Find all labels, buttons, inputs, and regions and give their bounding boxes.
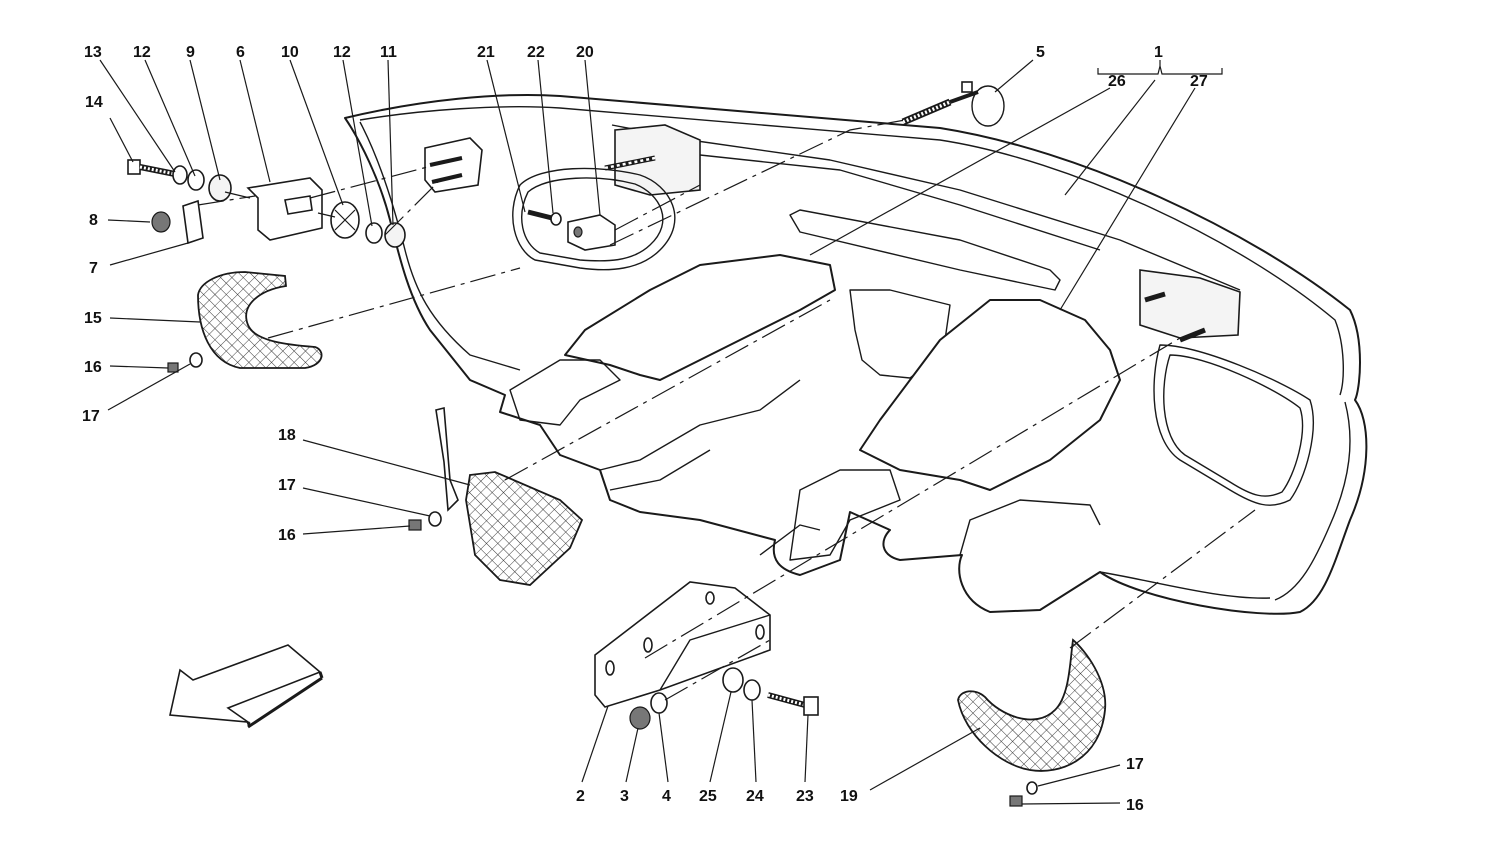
washer-12-left [187, 169, 205, 191]
left-bracket-assembly [127, 159, 406, 248]
plate-7 [182, 199, 204, 245]
bolt-14 [127, 159, 176, 177]
callout-18: 18 [278, 427, 296, 444]
lower-bracket-2 [594, 581, 771, 708]
callout-11: 11 [380, 44, 397, 61]
callout-6: 6 [236, 44, 245, 61]
washer-25 [722, 667, 744, 693]
washer-13 [172, 165, 188, 185]
nut-8 [151, 211, 171, 233]
direction-arrow-icon [169, 644, 322, 724]
callout-labels: 1 26 27 5 13 12 9 6 10 12 11 21 22 20 14… [82, 44, 1208, 814]
callout-17-top: 17 [82, 408, 100, 425]
callout-19: 19 [840, 788, 858, 805]
callout-14: 14 [85, 94, 103, 111]
bracket-6 [246, 177, 323, 241]
callout-25: 25 [699, 788, 717, 805]
callout-13: 13 [84, 44, 102, 61]
callout-15: 15 [84, 310, 102, 327]
callout-12-right: 12 [333, 44, 351, 61]
callout-16-mid: 16 [278, 527, 296, 544]
washer-4 [650, 692, 668, 714]
washer-12-right [365, 222, 383, 244]
callout-27: 27 [1190, 73, 1208, 90]
callout-21: 21 [477, 44, 495, 61]
callout-26: 26 [1108, 73, 1126, 90]
callout-12-left: 12 [133, 44, 151, 61]
callout-17-mid: 17 [278, 477, 296, 494]
stud-left-block [604, 155, 1206, 343]
callout-24: 24 [746, 788, 764, 805]
callout-9: 9 [186, 44, 195, 61]
tow-hook-5 [901, 81, 1005, 127]
callout-2: 2 [576, 788, 585, 805]
callout-10: 10 [281, 44, 299, 61]
leader-lines [99, 59, 1223, 805]
callout-23: 23 [796, 788, 814, 805]
callout-20: 20 [576, 44, 594, 61]
callout-4: 4 [662, 788, 671, 805]
grille-18 [408, 406, 584, 586]
washer-24 [743, 679, 761, 701]
grille-19 [957, 638, 1107, 807]
callout-16-bottom: 16 [1126, 797, 1144, 814]
nut-3 [629, 706, 651, 730]
callout-7: 7 [89, 260, 98, 277]
assembly-lines [197, 119, 1256, 701]
callout-3: 3 [620, 788, 629, 805]
callout-5: 5 [1036, 44, 1045, 61]
callout-16-top: 16 [84, 359, 102, 376]
bolt-23 [767, 692, 819, 716]
nut-11 [384, 222, 406, 248]
callout-1: 1 [1154, 44, 1163, 61]
callout-17-bottom: 17 [1126, 756, 1144, 773]
callout-8: 8 [89, 212, 98, 229]
grille-15 [197, 271, 323, 369]
callout-22: 22 [527, 44, 545, 61]
side-mount-block [424, 137, 483, 193]
